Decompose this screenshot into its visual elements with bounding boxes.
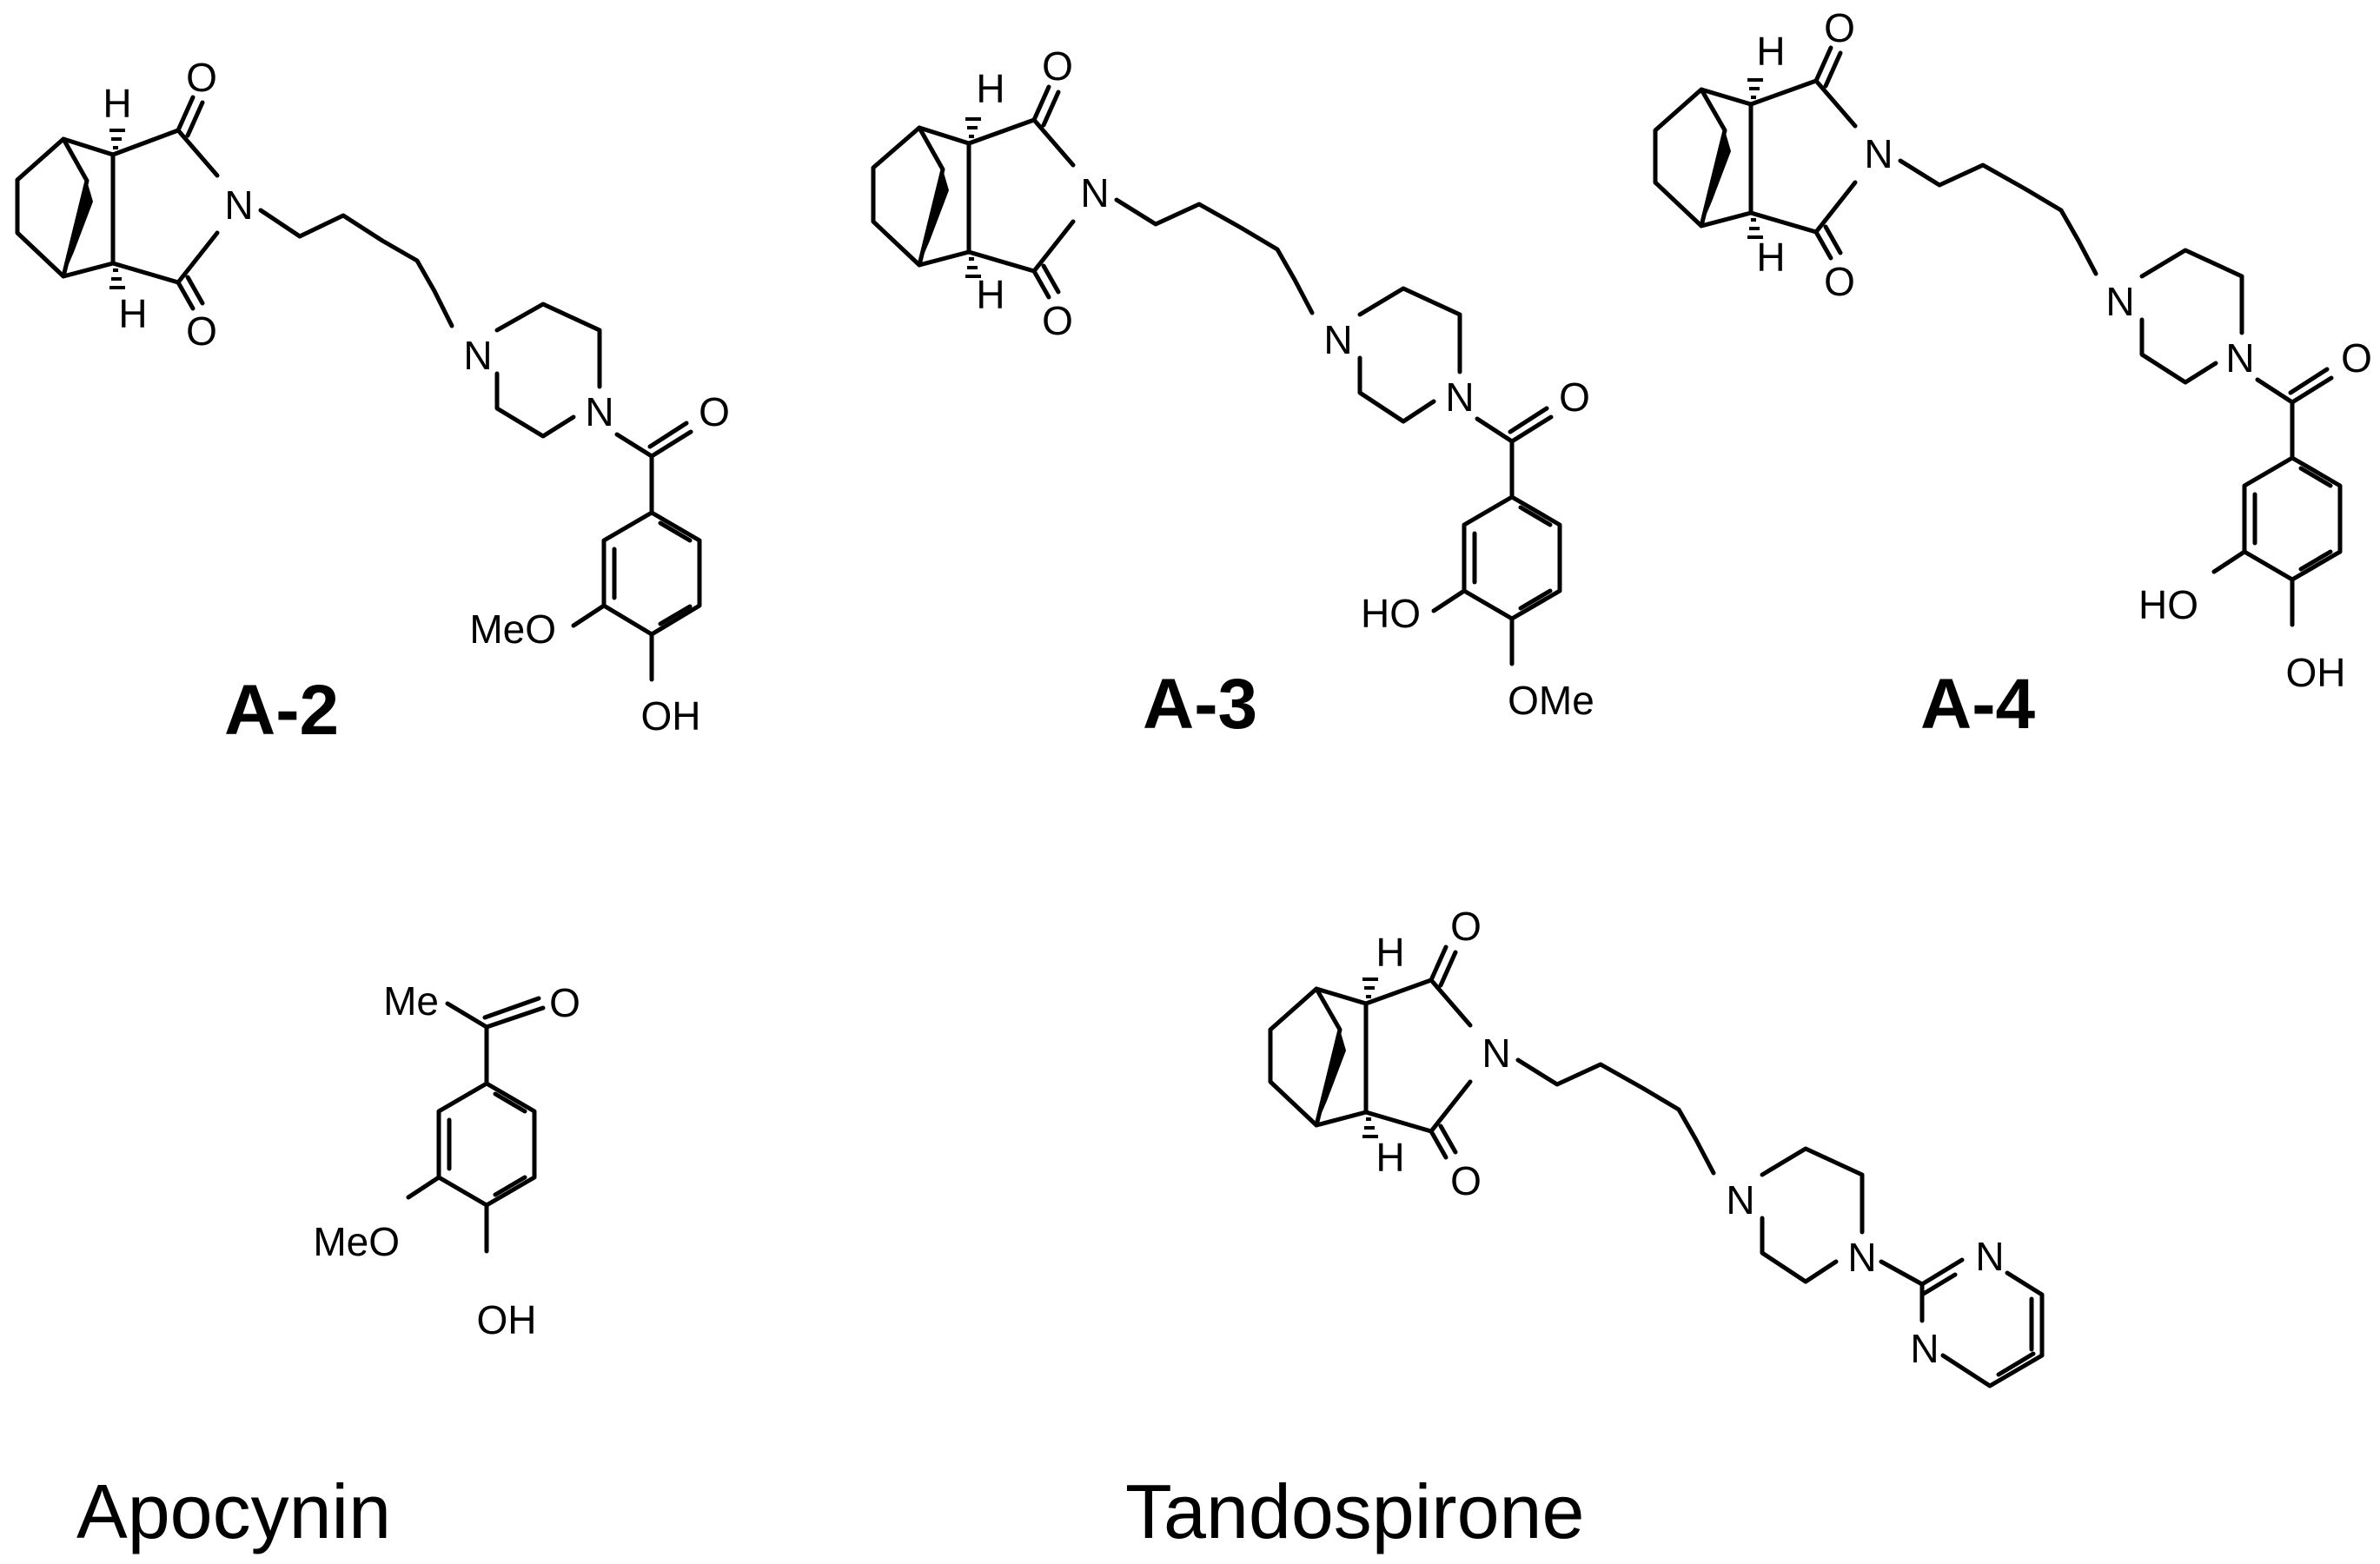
compound-label-a2: A-2: [224, 671, 339, 750]
compound-label-a3: A-3: [1143, 665, 1257, 744]
atom-n-piperazine-1: N: [1726, 1177, 1754, 1223]
atom-o-bottom: O: [1042, 298, 1073, 343]
atom-h-bottom: H: [118, 291, 147, 336]
atom-h-top: H: [1376, 930, 1404, 975]
aryl-ring: [406, 1024, 537, 1254]
atom-h-bottom: H: [976, 272, 1004, 317]
atom-o-top: O: [1450, 904, 1482, 949]
atom-o-ketone: O: [549, 980, 580, 1025]
butyl-chain: [258, 208, 454, 328]
atom-n-imide: N: [224, 182, 253, 228]
butyl-chain: [1515, 1057, 1716, 1176]
atom-n-piperazine-1: N: [2105, 279, 2134, 324]
atom-n-imide: N: [1080, 170, 1109, 215]
substituent-3: MeO: [313, 1219, 400, 1264]
substituent-3: HO: [1361, 591, 1421, 636]
atom-h-top: H: [1756, 29, 1785, 74]
pyrimidine-ring: N N: [1879, 1234, 2045, 1388]
atom-h-bottom: H: [1376, 1135, 1404, 1180]
atom-n-piperazine-2: N: [585, 389, 613, 434]
compound-label-a4: A-4: [1920, 665, 2036, 744]
atom-n-piperazine-2: N: [2225, 335, 2254, 381]
bicyclic-imide-core: H H O O N: [1653, 5, 1893, 304]
compound-name-tandospirone: Tandospirone: [1125, 1468, 1584, 1554]
atom-methyl: Me: [383, 978, 439, 1024]
bicyclic-imide-core: H H O O N: [1268, 904, 1511, 1203]
piperazine-ring: N N: [463, 302, 614, 439]
aryl-ring: [2211, 400, 2343, 627]
atom-n-imide: N: [1482, 1031, 1510, 1076]
atom-n-piperazine-2: N: [1445, 374, 1474, 420]
substituent-4: OH: [641, 693, 701, 739]
atom-o-bottom: O: [186, 308, 217, 354]
compound-name-apocynin: Apocynin: [76, 1468, 391, 1554]
bicyclic-imide-core: H H O O N: [871, 43, 1110, 343]
compound-tandospirone: H H O O N N N N N Tandospirone: [1125, 904, 2045, 1554]
butyl-chain: [1898, 158, 2098, 276]
butyl-chain: [1114, 197, 1315, 315]
compound-a3: H H O O N N N O HO OMe A-3: [871, 43, 1594, 744]
piperazine-ring: N N: [2105, 248, 2255, 385]
aryl-ring: [571, 454, 702, 682]
atom-n-piperazine-1: N: [463, 333, 492, 378]
atom-n-pyrimidine-1: N: [1975, 1234, 2004, 1279]
atom-o-bottom: O: [1450, 1158, 1482, 1203]
atom-n-imide: N: [1864, 131, 1893, 176]
piperazine-ring: N N: [1323, 286, 1475, 424]
atom-n-pyrimidine-2: N: [1910, 1326, 1939, 1371]
aryl-ring: [1431, 439, 1562, 666]
atom-o-amide: O: [699, 389, 730, 434]
atom-h-top: H: [103, 81, 131, 126]
bicyclic-imide-core: H H O O N: [15, 55, 254, 354]
atom-o-amide: O: [2341, 335, 2372, 381]
substituent-4: OH: [477, 1297, 537, 1342]
atom-o-top: O: [1042, 43, 1073, 89]
substituent-3: MeO: [469, 606, 556, 652]
substituent-4: OH: [2286, 650, 2346, 695]
substituent-4: OMe: [1508, 678, 1594, 723]
piperazine-ring: N N: [1726, 1146, 1877, 1284]
atom-h-top: H: [976, 66, 1004, 111]
atom-n-piperazine-1: N: [1323, 317, 1352, 362]
compound-apocynin: Me O MeO OH Apocynin: [76, 978, 580, 1554]
atom-h-bottom: H: [1756, 235, 1785, 280]
atom-o-top: O: [186, 55, 217, 100]
atom-n-piperazine-2: N: [1847, 1235, 1876, 1280]
atom-o-bottom: O: [1824, 259, 1855, 304]
substituent-3: HO: [2138, 582, 2198, 627]
atom-o-top: O: [1824, 5, 1855, 50]
compound-a4: H H O O N N N O HO OH A-4: [1653, 5, 2372, 744]
compound-a2: H H O O N N N O MeO OH A-2: [15, 55, 730, 750]
atom-o-amide: O: [1559, 374, 1590, 420]
